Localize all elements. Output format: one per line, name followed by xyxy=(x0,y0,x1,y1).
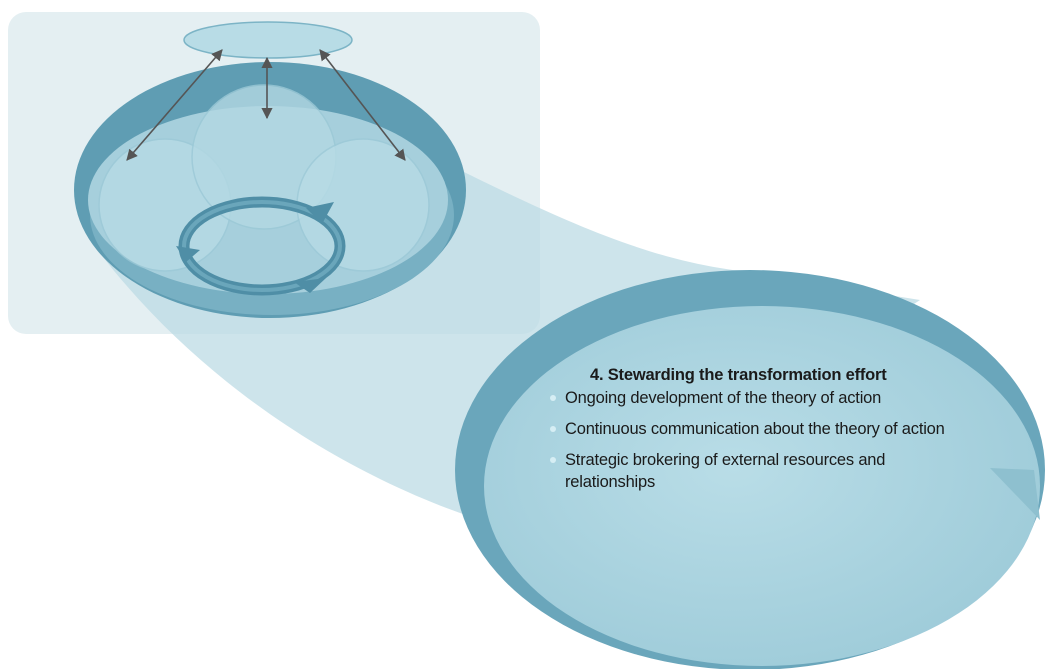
list-item: Continuous communication about the theor… xyxy=(546,418,966,440)
list-item: Ongoing development of the theory of act… xyxy=(546,387,966,409)
bullet-dot-icon xyxy=(550,395,556,401)
list-item-text: Ongoing development of the theory of act… xyxy=(565,389,882,407)
callout-list: Ongoing development of the theory of act… xyxy=(546,387,966,493)
list-item: Strategic brokering of external resource… xyxy=(546,449,966,493)
cycle-arrow-icon xyxy=(176,196,346,296)
bidirectional-arrow-icon xyxy=(126,49,223,161)
bullet-dot-icon xyxy=(550,426,556,432)
list-item-text: Strategic brokering of external resource… xyxy=(565,451,886,491)
circle-right xyxy=(296,138,430,272)
callout-title: 4. Stewarding the transformation effort xyxy=(590,366,887,384)
callout-body xyxy=(484,306,1040,666)
top-ellipse xyxy=(183,21,353,59)
callout-text-block: 4. Stewarding the transformation effort … xyxy=(546,366,966,502)
bidirectional-arrow-icon xyxy=(319,49,406,161)
bullet-dot-icon xyxy=(550,457,556,463)
rim-arrow-icon xyxy=(990,468,1040,520)
list-item-text: Continuous communication about the theor… xyxy=(565,420,945,438)
